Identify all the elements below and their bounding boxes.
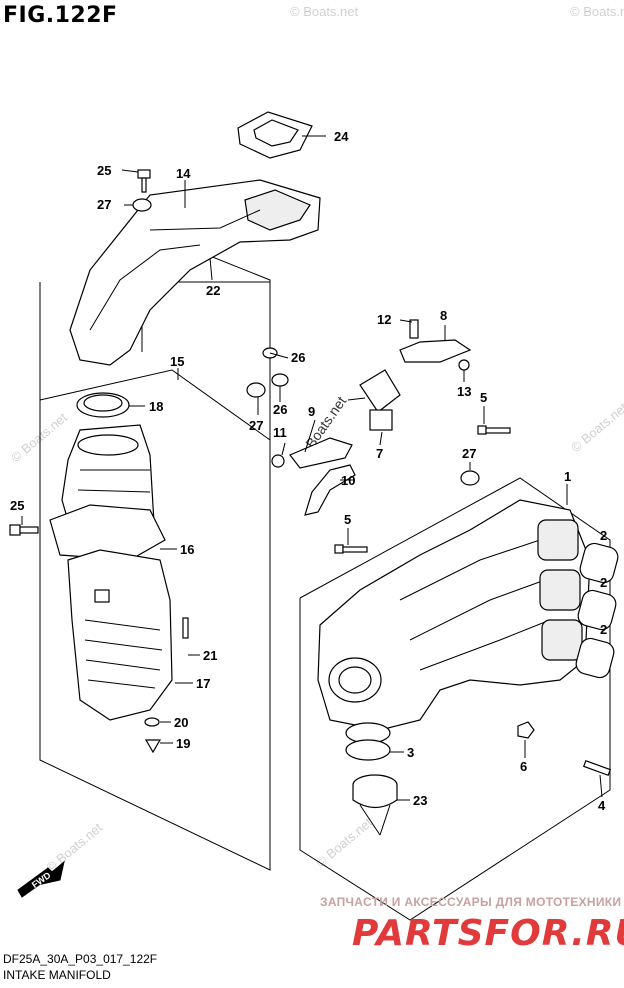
callout-26: 26 xyxy=(291,350,305,365)
seal-3 xyxy=(345,722,391,761)
promo-logo: PARTSFOR.RU xyxy=(352,913,624,954)
callout-27b: 27 xyxy=(249,418,263,433)
watermark: © Boats.net xyxy=(570,4,624,19)
callout-5: 5 xyxy=(480,390,487,405)
bolt-25-upper xyxy=(137,169,151,193)
bracket-8 xyxy=(399,319,472,371)
callout-13: 13 xyxy=(457,384,471,399)
bolt-5-lower xyxy=(334,544,368,554)
bolt-5-upper xyxy=(477,425,511,435)
leader-lines xyxy=(21,135,603,836)
callout-27c: 27 xyxy=(462,446,476,461)
figure-title: FIG.122F xyxy=(3,3,118,28)
callout-17: 17 xyxy=(196,676,210,691)
grommet-27-upper xyxy=(132,198,152,212)
manifold-group-outline xyxy=(299,477,611,921)
callout-15: 15 xyxy=(170,354,184,369)
hose-10 xyxy=(304,464,356,516)
model-code: DF25A_30A_P03_017_122F xyxy=(3,952,158,966)
callout-20: 20 xyxy=(174,715,188,730)
hose-9 xyxy=(289,437,353,469)
callout-2b: 2 xyxy=(600,575,607,590)
grommet-27-right xyxy=(460,470,480,486)
callout-9: 9 xyxy=(308,404,315,419)
intake-manifold-1 xyxy=(317,499,591,731)
gasket-2 xyxy=(575,542,619,679)
drain-19 xyxy=(144,739,162,754)
callout-3: 3 xyxy=(407,745,414,760)
callout-27: 27 xyxy=(97,197,111,212)
callout-25: 25 xyxy=(97,163,111,178)
callout-11: 11 xyxy=(273,425,287,440)
callout-18: 18 xyxy=(149,399,163,414)
callout-5b: 5 xyxy=(344,512,351,527)
callout-22: 22 xyxy=(206,283,220,298)
seal-18 xyxy=(76,392,130,418)
callout-25b: 25 xyxy=(10,498,24,513)
callouts: 24 25 14 27 22 26 15 18 26 27 11 9 10 12… xyxy=(10,129,607,813)
callout-7: 7 xyxy=(376,446,383,461)
clip-20 xyxy=(144,717,160,727)
callout-2a: 2 xyxy=(600,528,607,543)
grommet-26 xyxy=(246,347,289,398)
callout-14: 14 xyxy=(176,166,191,181)
watermark: © Boats.net xyxy=(290,4,359,19)
callout-16: 16 xyxy=(180,542,194,557)
seal-23 xyxy=(352,774,398,809)
callout-2c: 2 xyxy=(600,622,607,637)
silencer-group-outline xyxy=(39,369,271,441)
stud-4 xyxy=(582,759,612,777)
callout-21: 21 xyxy=(203,648,217,663)
nut-6 xyxy=(517,721,535,739)
callout-4: 4 xyxy=(598,798,606,813)
callout-23: 23 xyxy=(413,793,427,808)
fwd-arrow: FWD xyxy=(17,860,65,898)
promo-tagline: ЗАПЧАСТИ И АКСЕССУАРЫ ДЛЯ МОТОТЕХНИКИ xyxy=(320,895,622,909)
callout-1: 1 xyxy=(564,469,571,484)
upper-group-outline xyxy=(39,231,271,871)
callout-8: 8 xyxy=(440,308,447,323)
callout-12: 12 xyxy=(377,312,391,327)
figure-caption: INTAKE MANIFOLD xyxy=(3,968,111,982)
callout-19: 19 xyxy=(176,736,190,751)
bolt-25-left xyxy=(9,524,39,536)
screw-21 xyxy=(182,617,189,639)
callout-24: 24 xyxy=(334,129,349,144)
gasket-16 xyxy=(49,504,166,561)
callout-26b: 26 xyxy=(273,402,287,417)
sensor-11 xyxy=(359,369,401,431)
callout-10: 10 xyxy=(341,473,355,488)
nut-11-lower xyxy=(271,454,285,468)
silencer-cover-14 xyxy=(69,179,321,366)
silencer-lower-17 xyxy=(67,549,173,721)
callout-6: 6 xyxy=(520,759,527,774)
gasket-24 xyxy=(237,111,313,159)
